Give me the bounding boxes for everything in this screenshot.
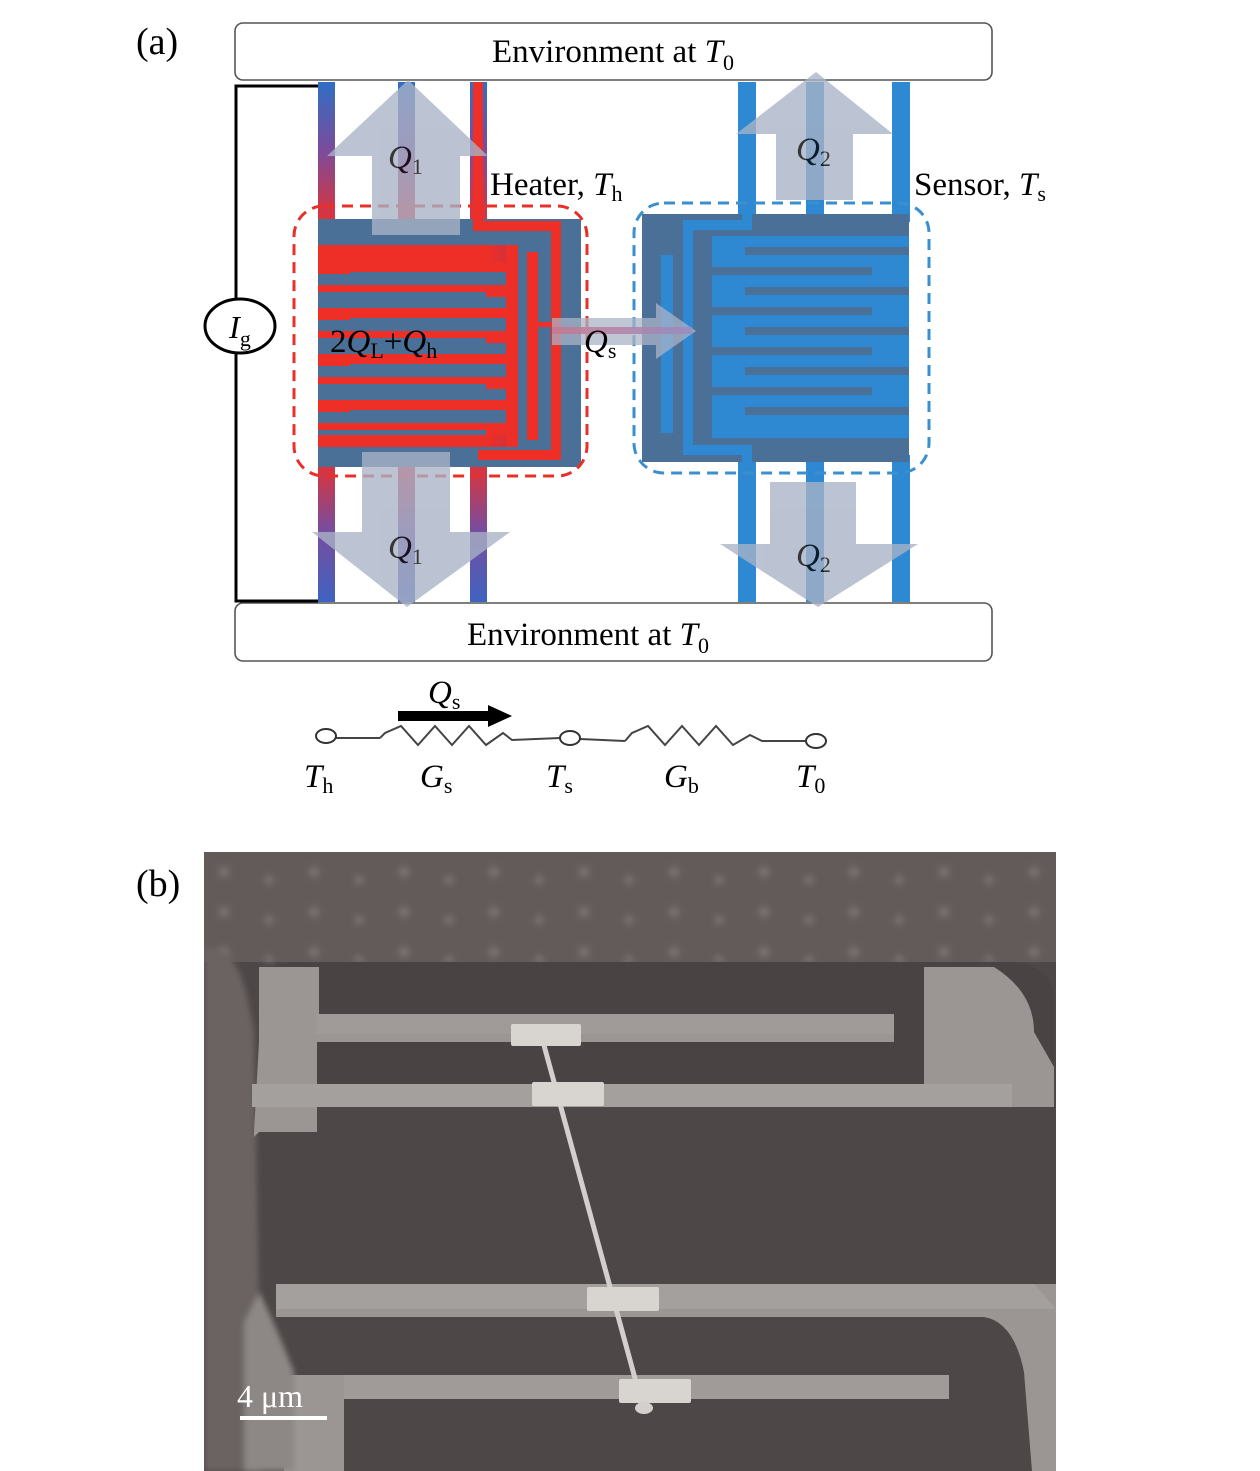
svg-text:Ig: Ig — [228, 309, 251, 351]
node-t0 — [805, 733, 827, 749]
panel-a-label: (a) — [136, 21, 179, 63]
svg-text:Environment at T0: Environment at T0 — [467, 617, 709, 658]
heat-arrow-q2-top: Q2 — [736, 72, 893, 200]
heater-island — [292, 82, 589, 602]
svg-text:Q1: Q1 — [388, 140, 423, 179]
svg-text:Q2: Q2 — [796, 132, 831, 171]
contact-pad — [619, 1379, 691, 1403]
substrate-texture — [204, 852, 1056, 962]
heat-arrow-q2-bottom: Q2 — [720, 482, 918, 607]
lower-electrode — [276, 1284, 1056, 1309]
scale-bar-label: 4 μm — [237, 1378, 303, 1414]
svg-text:Qs: Qs — [584, 324, 616, 363]
flow-arrow-icon — [488, 705, 512, 727]
heat-arrow-qs: Qs — [552, 303, 696, 363]
resistor-label-gs: Gs — [420, 759, 452, 798]
svg-text:Environment at T0: Environment at T0 — [492, 34, 734, 75]
environment-bottom-box: Environment at T0 — [234, 602, 993, 662]
heat-arrow-q1-top: Q1 — [327, 80, 488, 235]
heater-label: Heater, Th — [490, 167, 622, 206]
environment-top-text: Environment at — [492, 34, 705, 70]
contact-pad — [587, 1287, 659, 1311]
circuit-flow-label: Qs — [428, 675, 460, 714]
sem-micrograph: 4 μm — [204, 852, 1056, 1471]
environment-bottom-text: Environment at — [467, 617, 680, 653]
current-source-icon — [203, 297, 277, 355]
svg-text:Q1: Q1 — [388, 530, 423, 569]
node-label-t0: T0 — [796, 759, 825, 798]
panel-b-label: (b) — [136, 863, 181, 905]
thermal-bridge-schematic: Environment at T0 Environment at T0 Ig — [203, 22, 1046, 798]
node-label-ts: Ts — [546, 759, 573, 798]
heat-arrow-q1-bottom: Q1 — [312, 452, 510, 607]
contact-pad — [511, 1024, 581, 1046]
upper-electrode — [254, 967, 894, 1137]
current-source-circuit: Ig — [203, 84, 318, 603]
svg-text:Q2: Q2 — [796, 538, 831, 577]
resistor-gs — [379, 724, 561, 747]
scale-bar: 4 μm — [237, 1378, 327, 1420]
sensor-island — [632, 82, 931, 602]
node-label-th: Th — [304, 759, 333, 798]
resistor-label-gb: Gb — [664, 759, 699, 798]
resistor-gb — [624, 724, 806, 747]
heater-flux-label: 2QL+Qh — [330, 324, 437, 363]
sensor-label: Sensor, Ts — [914, 167, 1046, 206]
environment-top-box: Environment at T0 — [234, 22, 993, 81]
node-th — [315, 728, 337, 744]
contact-pad — [532, 1082, 604, 1106]
thermal-circuit: Qs Th Gs Ts Gb T0 — [304, 675, 827, 798]
node-ts — [559, 730, 581, 746]
